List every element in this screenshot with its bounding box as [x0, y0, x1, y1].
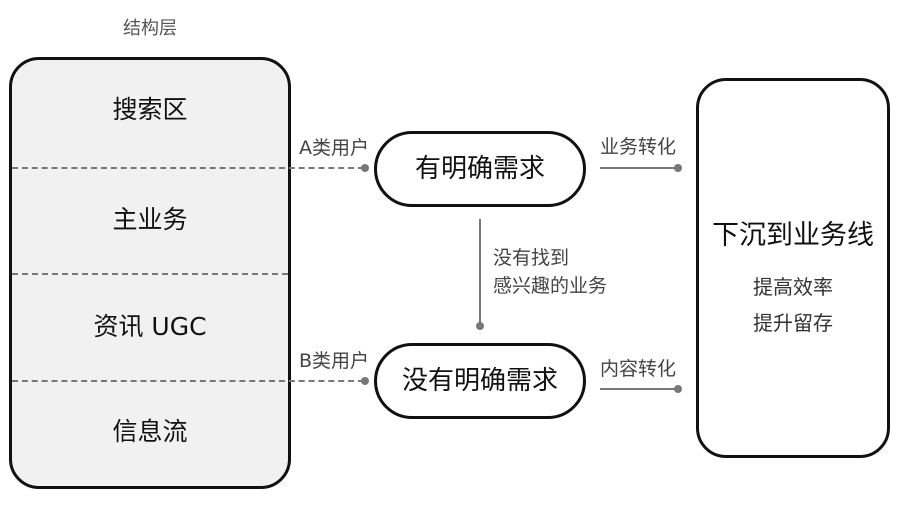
vertical-connector-line [479, 219, 481, 325]
business-conversion-label: 业务转化 [599, 136, 676, 158]
b-user-label: B类用户 [298, 350, 370, 372]
business-line-box [696, 78, 890, 458]
content-conversion-label: 内容转化 [599, 358, 676, 380]
b-user-line-end-dot [361, 377, 369, 385]
structure-layer-title: 结构层 [123, 18, 177, 39]
node-no-clear-need: 没有明确需求 [374, 343, 586, 419]
business-line-title: 下沉到业务线 [712, 220, 874, 251]
section-news-ugc: 资讯 UGC [93, 312, 207, 341]
section-separator [12, 273, 288, 275]
not-found-note-line1: 没有找到 [493, 247, 570, 269]
content-conversion-line [600, 388, 676, 390]
not-found-note-line2: 感兴趣的业务 [493, 275, 608, 297]
section-feed: 信息流 [112, 417, 188, 446]
a-user-dashed-line [12, 167, 364, 169]
business-conversion-end-dot [674, 164, 682, 172]
node-clear-need: 有明确需求 [374, 131, 586, 207]
section-search: 搜索区 [112, 95, 188, 124]
a-user-line-end-dot [361, 164, 369, 172]
content-conversion-end-dot [674, 385, 682, 393]
improve-retention-label: 提升留存 [753, 311, 833, 335]
b-user-dashed-line [12, 380, 364, 382]
vertical-connector-end-dot [476, 322, 484, 330]
section-main-business: 主业务 [112, 205, 188, 234]
a-user-label: A类用户 [299, 137, 369, 159]
improve-efficiency-label: 提高效率 [753, 275, 833, 299]
business-conversion-line [600, 167, 676, 169]
